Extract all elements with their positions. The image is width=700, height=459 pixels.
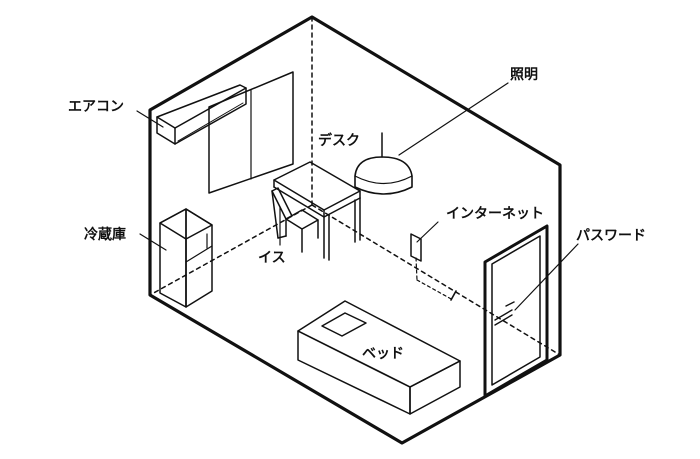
label-lighting: 照明 <box>510 67 538 83</box>
internet-leader <box>416 221 439 243</box>
fridge-leader <box>139 233 167 251</box>
label-desk: デスク <box>318 132 360 149</box>
aircon-leader <box>136 110 164 128</box>
bed <box>297 300 461 415</box>
room-walls <box>148 15 562 445</box>
aircon-unit <box>156 84 247 145</box>
desk <box>273 161 361 261</box>
lighting-leader <box>398 82 509 156</box>
label-fridge: 冷蔵庫 <box>84 226 126 243</box>
refrigerator <box>159 208 213 308</box>
label-internet: インターネット <box>446 206 544 222</box>
leader-lines <box>136 82 579 311</box>
door <box>483 224 549 398</box>
window <box>208 71 294 194</box>
password-leader <box>514 243 579 311</box>
pendant-lamp <box>354 132 413 195</box>
label-chair: イス <box>258 250 286 266</box>
label-password: パスワード <box>576 228 646 244</box>
router-outlet <box>410 233 457 301</box>
label-aircon: エアコン <box>68 99 124 115</box>
chair <box>271 187 319 253</box>
label-bed: ベッド <box>362 346 404 362</box>
